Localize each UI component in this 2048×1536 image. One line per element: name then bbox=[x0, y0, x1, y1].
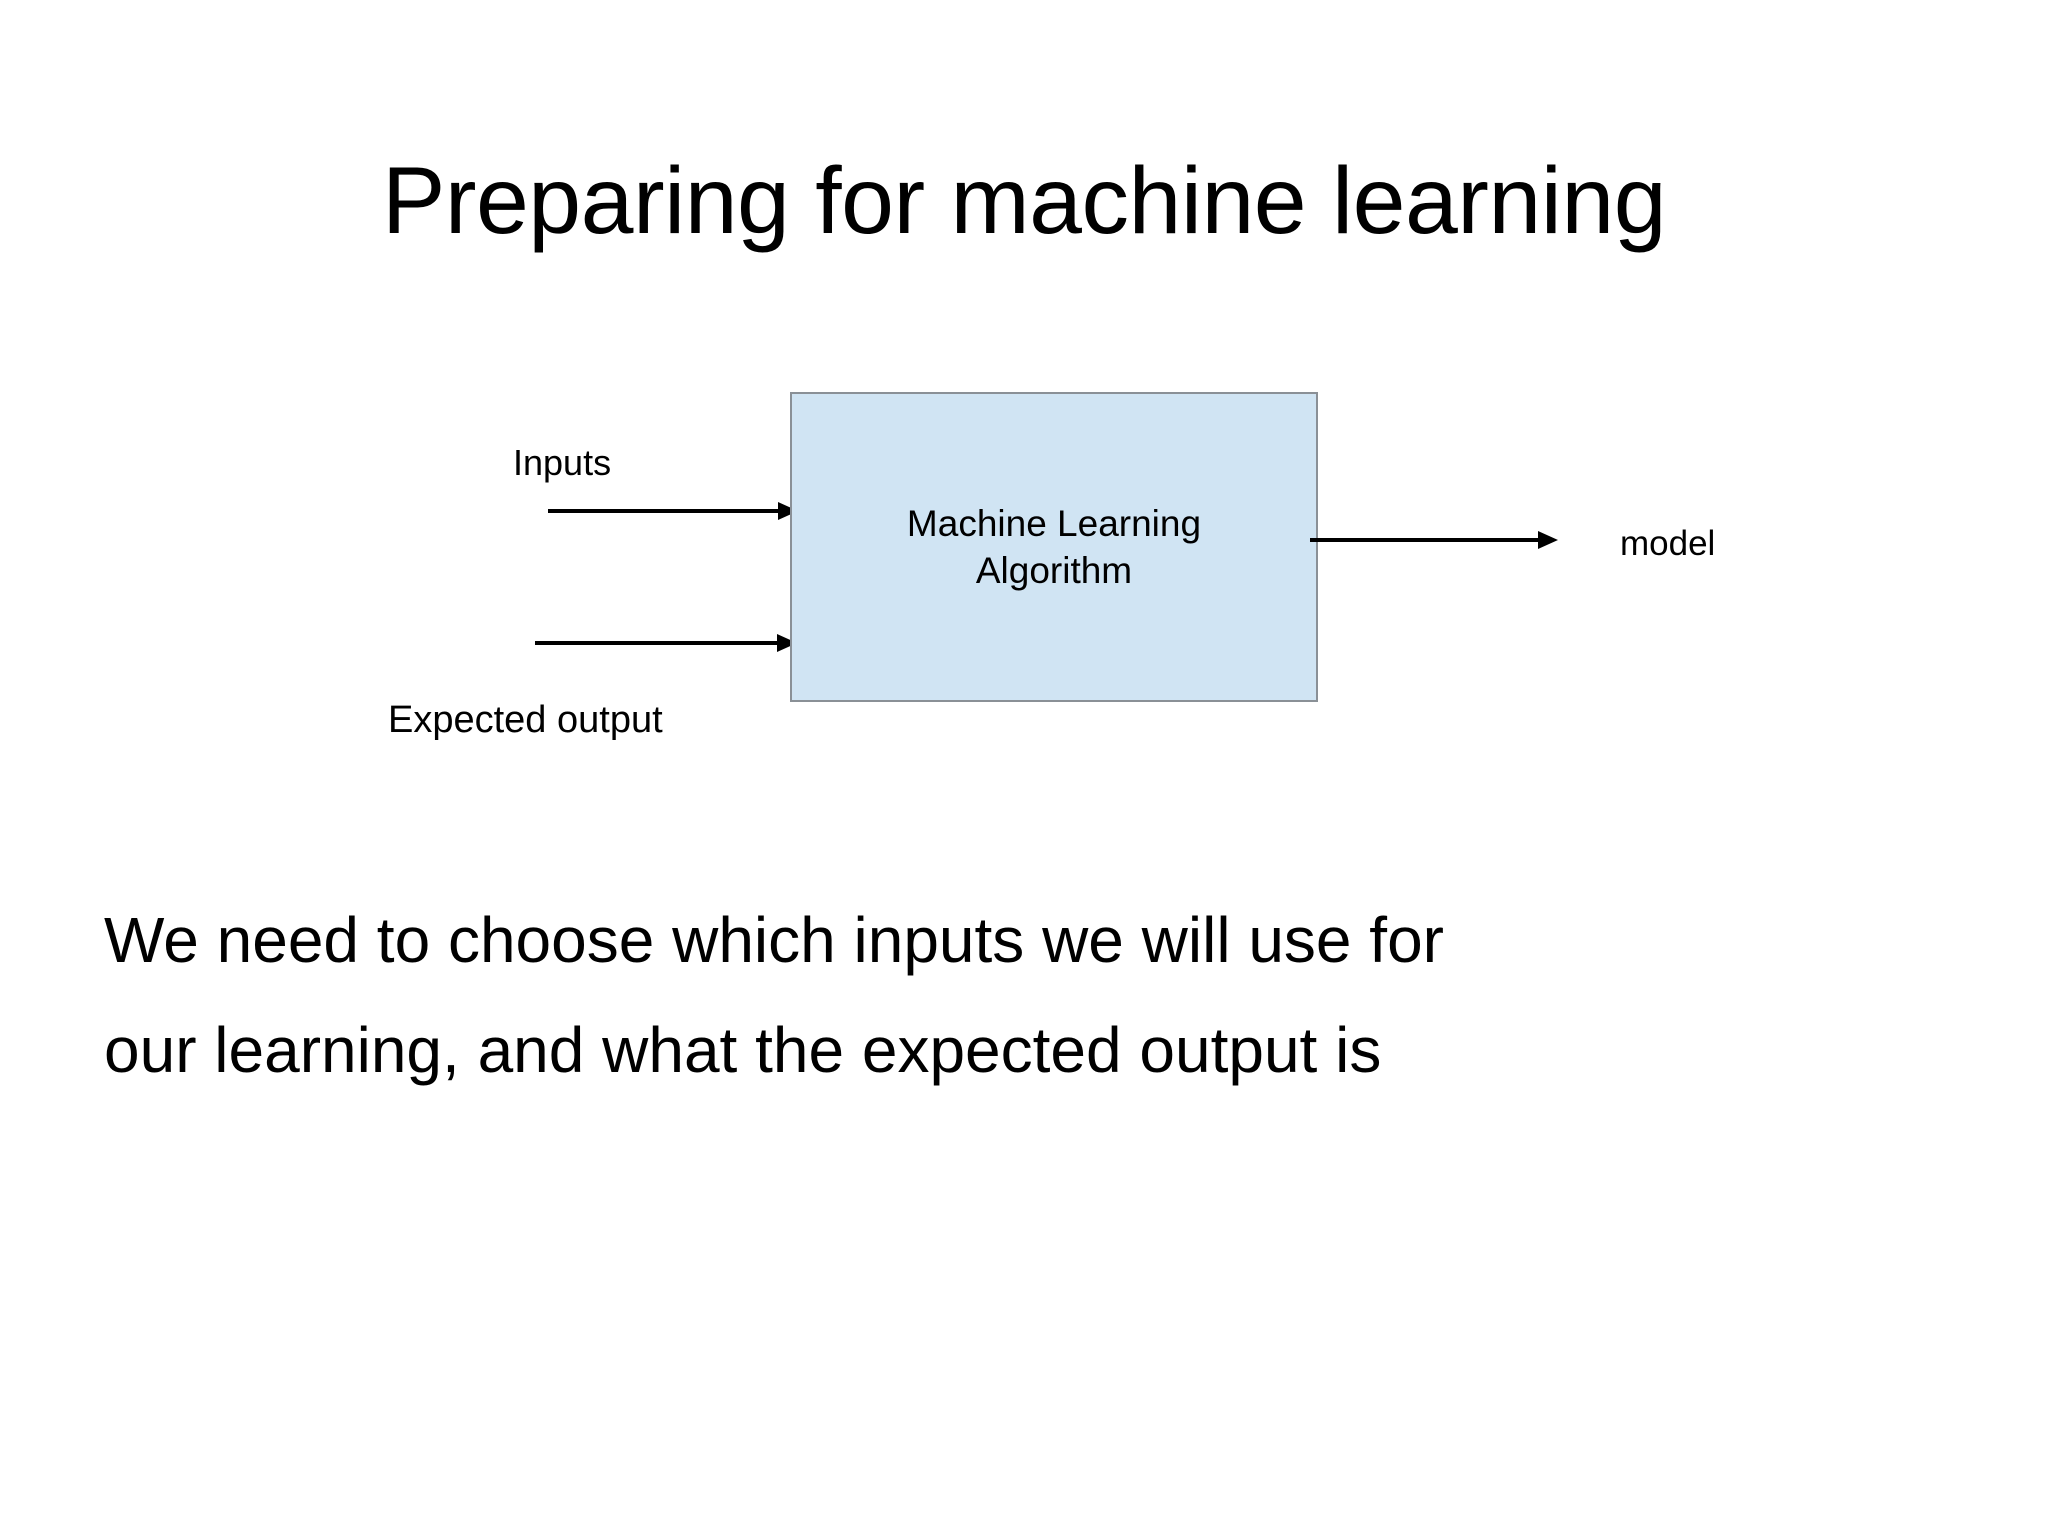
diagram-label-expected-output: Expected output bbox=[388, 699, 663, 741]
arrow-right-icon-expected-output bbox=[535, 634, 797, 652]
arrow-right-icon-model bbox=[1310, 531, 1558, 549]
page-title: Preparing for machine learning bbox=[381, 147, 1667, 254]
body-text: We need to choose which inputs we will u… bbox=[104, 885, 1984, 1105]
arrow-right-icon-inputs bbox=[548, 502, 798, 520]
diagram-label-inputs: Inputs bbox=[513, 442, 612, 483]
diagram-label-model: model bbox=[1620, 524, 1716, 563]
ml-pipeline-diagram: Inputs Expected output Machine Learning … bbox=[388, 392, 1716, 741]
body-text-line-2: our learning, and what the expected outp… bbox=[104, 1014, 1382, 1087]
body-text-line-1: We need to choose which inputs we will u… bbox=[104, 904, 1444, 976]
machine-learning-algorithm-label: Machine Learning Algorithm bbox=[906, 502, 1202, 591]
machine-learning-algorithm-box: Machine Learning Algorithm bbox=[790, 392, 1318, 702]
